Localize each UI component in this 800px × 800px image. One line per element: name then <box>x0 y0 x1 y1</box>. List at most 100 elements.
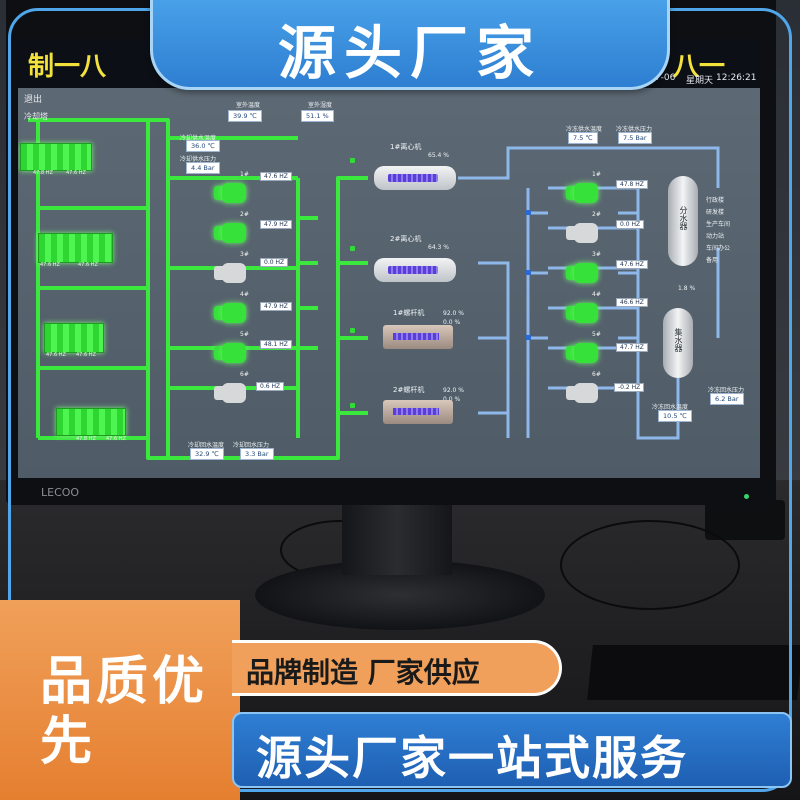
service-text: 源头厂家一站式服务 <box>256 731 688 785</box>
app-title: 制一八 <box>28 52 107 82</box>
readout-label: 冷却回水压力 <box>233 442 270 449</box>
readout-label: 室外温度 <box>236 102 261 109</box>
branch-label: 车间办公 <box>706 245 731 252</box>
chiller-extra: 0.0 % <box>443 319 461 326</box>
cooling-pump-6[interactable]: 6# <box>214 371 250 406</box>
valve-indicator <box>350 158 355 163</box>
chilled-pump-3[interactable]: 3# <box>566 251 602 286</box>
cooling-pump-5[interactable]: 5# <box>214 331 250 366</box>
branch-label: 生产车间 <box>706 221 731 228</box>
screw-chiller-2[interactable] <box>383 398 453 424</box>
valve-indicator <box>350 246 355 251</box>
tower-freq: 47.6 HZ <box>46 352 66 358</box>
tower-freq: 47.6 HZ <box>66 170 86 176</box>
tower-branch-pipe <box>38 206 148 440</box>
chiller-load: 65.4 % <box>428 152 449 159</box>
readout-label: 冷冻回水温度 <box>652 404 689 411</box>
tower-freq: 47.6 HZ <box>78 262 98 268</box>
top-banner: 源头厂家 <box>150 0 670 90</box>
screw-chiller-1[interactable] <box>383 323 453 349</box>
pump-freq: 0.0 HZ <box>616 220 645 229</box>
cooling-pump-3[interactable]: 3# <box>214 251 250 286</box>
pump-freq: 47.6 HZ <box>616 260 648 269</box>
chilled-return-pressure-value: 6.2 Bar <box>710 393 744 405</box>
quality-badge: 品质优先 <box>0 600 240 800</box>
valve-indicator <box>526 210 531 215</box>
chiller-load: 64.3 % <box>428 244 449 251</box>
branch-label: 研发楼 <box>706 209 725 216</box>
readout-label: 冷却回水温度 <box>188 442 225 449</box>
cooling-supply-temp-value: 36.0 ℃ <box>186 140 220 152</box>
chilled-pump-4[interactable]: 4# <box>566 291 602 326</box>
chilled-pump-6[interactable]: 6# <box>566 371 602 406</box>
valve-indicator <box>526 335 531 340</box>
chilled-supply-temp-value: 7.5 ℃ <box>568 132 598 144</box>
chilled-pump-5[interactable]: 5# <box>566 331 602 366</box>
cooling-tower-3[interactable] <box>44 323 104 353</box>
power-led <box>744 494 749 499</box>
cooling-tower-1[interactable] <box>20 143 92 171</box>
chiller-name: 1#螺杆机 <box>393 309 425 317</box>
quality-text: 品质优先 <box>40 652 209 772</box>
scada-screen: 制一八 八一 2025-07-06 星期天 12:26:21 退出 冷却塔 室外… <box>18 38 760 478</box>
cable <box>560 520 740 610</box>
brand-bar: 品牌制造 厂家供应 <box>232 640 562 696</box>
pump-freq: 47.7 HZ <box>616 343 648 352</box>
branch-label: 行政楼 <box>706 197 725 204</box>
chilled-return-temp-value: 10.5 ℃ <box>658 410 692 422</box>
differential-pressure: 1.8 % <box>678 285 696 292</box>
readout-label: 冷却供水压力 <box>180 156 217 163</box>
readout-label: 室外湿度 <box>308 102 333 109</box>
weekday-display: 星期天 <box>686 76 714 86</box>
outdoor-temp-value: 39.9 ℃ <box>228 110 262 122</box>
monitor-logo: LECOO <box>41 486 80 499</box>
cooling-return-pipe <box>146 120 368 460</box>
pump-freq: 47.6 HZ <box>260 172 292 181</box>
chilled-pump-2[interactable]: 2# <box>566 211 602 246</box>
pump-freq: 46.6 HZ <box>616 298 648 307</box>
service-bar: 源头厂家一站式服务 <box>232 712 792 788</box>
chiller-name: 2#螺杆机 <box>393 386 425 394</box>
monitor-stand <box>342 505 452 575</box>
pump-freq: 47.9 HZ <box>260 220 292 229</box>
cooling-return-pressure-value: 3.3 Bar <box>240 448 274 460</box>
tower-freq: 47.6 HZ <box>106 436 126 442</box>
tower-freq: 47.8 HZ <box>33 170 53 176</box>
readout-label: 冷冻回水压力 <box>708 387 745 394</box>
cooling-tower-2[interactable] <box>38 233 113 263</box>
pump-freq: -0.2 HZ <box>614 383 645 392</box>
chilled-supply-pressure-value: 7.5 Bar <box>618 132 652 144</box>
pump-freq: 0.6 HZ <box>256 382 285 391</box>
cooling-pump-1[interactable]: 1# <box>214 171 250 206</box>
chilled-pump-1[interactable]: 1# <box>566 171 602 206</box>
centrifugal-chiller-2[interactable] <box>374 252 456 284</box>
clock-display: 12:26:21 <box>716 73 757 83</box>
banner-text: 源头厂家 <box>277 19 542 87</box>
outdoor-humidity-value: 51.1 % <box>301 110 334 122</box>
return-header-tank[interactable]: 集水器 <box>663 308 693 378</box>
chiller-extra: 0.0 % <box>443 396 461 403</box>
app-title-right: 八一 <box>673 52 726 82</box>
cooling-pump-2[interactable]: 2# <box>214 211 250 246</box>
chiller-name: 2#离心机 <box>390 235 422 243</box>
keyboard <box>587 645 800 700</box>
branch-label: 动力站 <box>706 233 725 240</box>
chiller-load: 92.0 % <box>443 387 464 394</box>
valve-indicator <box>526 270 531 275</box>
cooling-tower-4[interactable] <box>56 408 126 436</box>
pump-freq: 0.0 HZ <box>260 258 289 267</box>
exit-button[interactable]: 退出 <box>24 95 43 105</box>
chiller-name: 1#离心机 <box>390 143 422 151</box>
valve-indicator <box>350 403 355 408</box>
supply-header-tank[interactable]: 分水器 <box>668 176 698 266</box>
cooling-supply-pressure-value: 4.4 Bar <box>186 162 220 174</box>
pump-freq: 47.8 HZ <box>616 180 648 189</box>
centrifugal-chiller-1[interactable] <box>374 160 456 192</box>
pump-freq: 48.1 HZ <box>260 340 292 349</box>
cooling-pump-4[interactable]: 4# <box>214 291 250 326</box>
chiller-load: 92.0 % <box>443 310 464 317</box>
tower-freq: 47.6 HZ <box>40 262 60 268</box>
readout-label: 冷冻供水温度 <box>566 126 603 133</box>
valve-indicator <box>350 328 355 333</box>
pump-freq: 47.9 HZ <box>260 302 292 311</box>
